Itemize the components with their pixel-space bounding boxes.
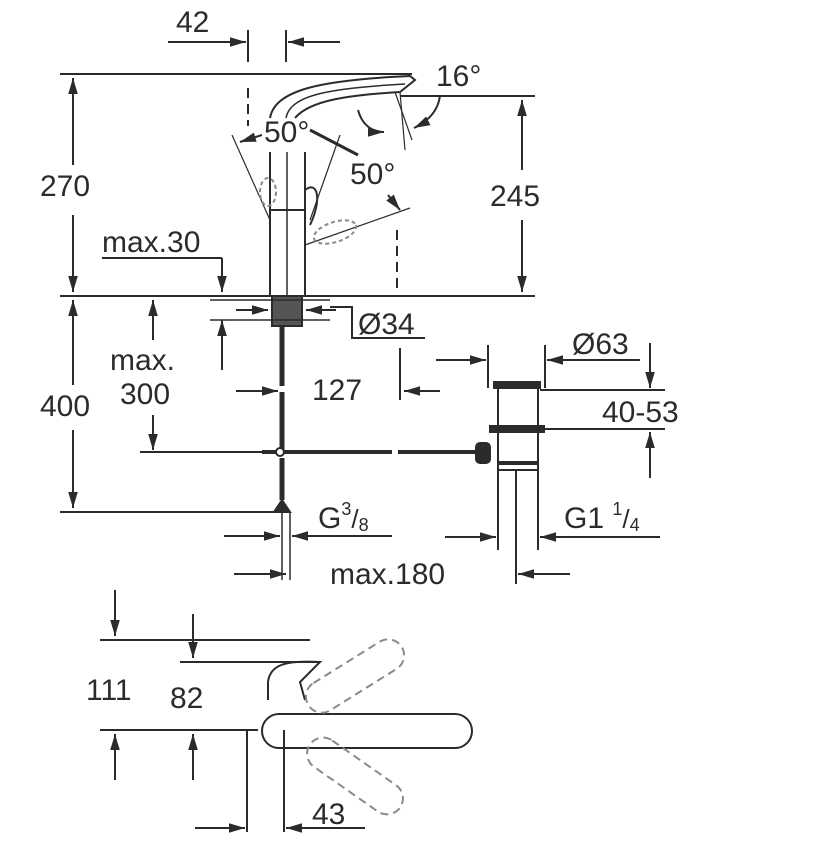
dim-angle-lever-left: 50° <box>264 116 310 149</box>
dim-overall-height: 270 <box>40 170 91 203</box>
dim-angle-lever-right: 50° <box>350 158 396 191</box>
dim-rod-offset: 127 <box>312 374 363 407</box>
dim-max-label: max. <box>110 344 176 377</box>
waste-thread-num: 1 <box>612 499 623 519</box>
dim-lever-height: 111 <box>86 674 132 707</box>
dim-supply-length: 400 <box>40 390 91 423</box>
waste-thread-den: 4 <box>629 515 640 535</box>
dim-inlet-thread: G3/8 <box>318 499 369 535</box>
inlet-thread-main: G <box>318 502 342 535</box>
dim-angle-spout: 16° <box>436 60 482 93</box>
dim-waste-diameter: Ø63 <box>572 328 629 361</box>
inlet-thread-den: 8 <box>358 515 369 535</box>
dim-waste-thread: G1 1/4 <box>564 499 640 535</box>
dim-lever-offset: 43 <box>312 798 346 831</box>
dim-body-height: 82 <box>170 682 204 715</box>
dim-spout-width: 42 <box>176 6 210 39</box>
dim-rod-depth: 300 <box>120 378 171 411</box>
dim-hole-diameter: Ø34 <box>358 308 415 341</box>
dim-spout-height: 245 <box>490 180 541 213</box>
dim-deck-thickness: max.30 <box>102 226 201 259</box>
inlet-thread-num: 3 <box>341 499 352 519</box>
waste-thread-main: G1 <box>564 502 605 535</box>
dim-waste-range: 40-53 <box>602 396 679 429</box>
dim-max-reach: max.180 <box>330 558 446 591</box>
